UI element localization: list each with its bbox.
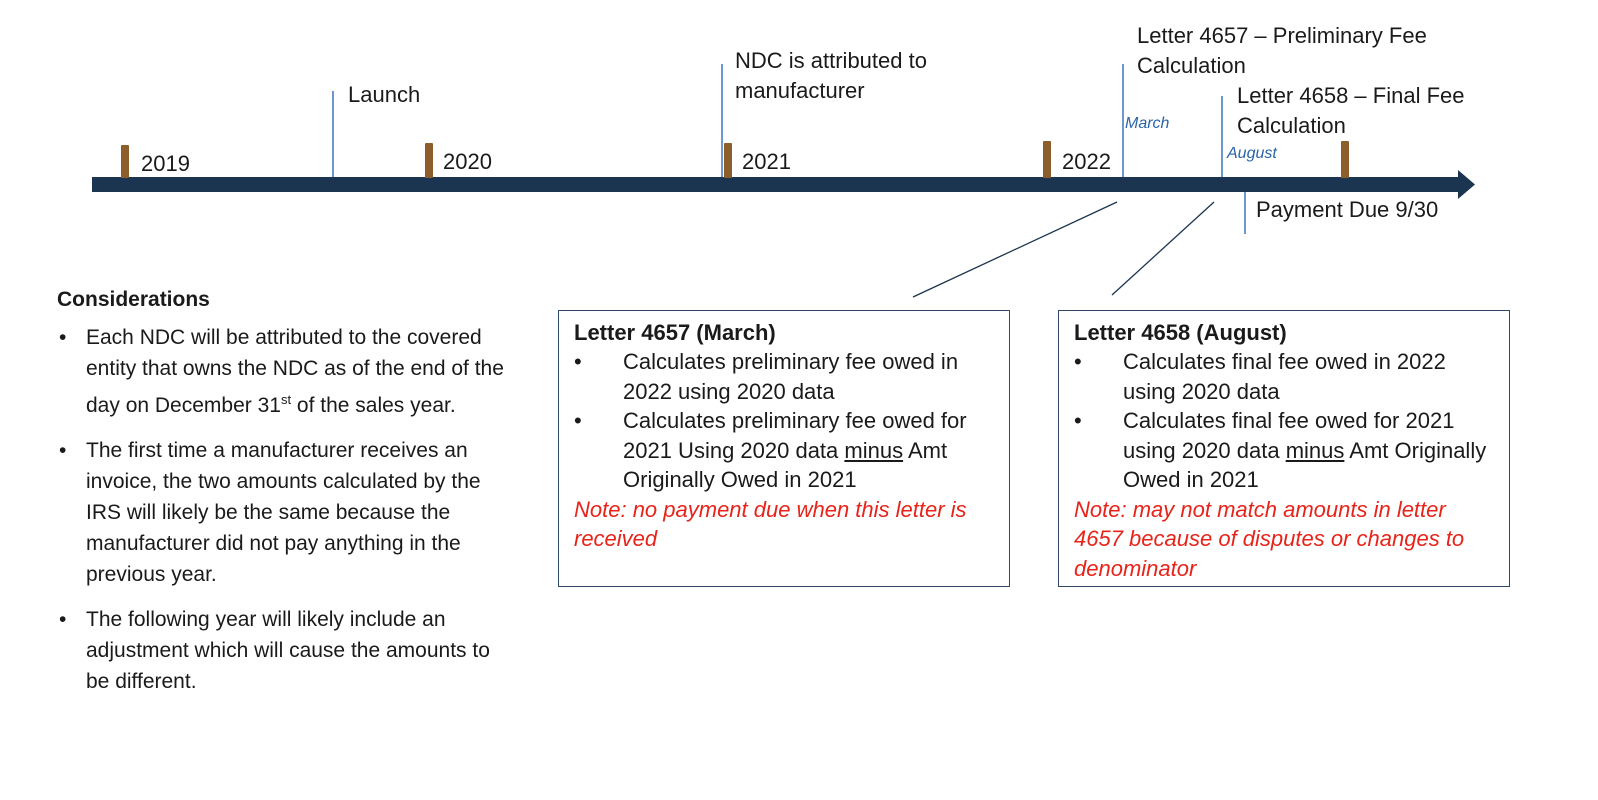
underlined-word: minus (844, 437, 904, 463)
bullet-text: Calculates preliminary fee owed for 2021… (623, 408, 967, 463)
bullet-dot: • (574, 408, 582, 433)
bullet-text: Calculates preliminary fee owed in 2022 … (623, 349, 959, 404)
bullet-text: Amt Originally Owed in 2021 (1123, 437, 1487, 493)
considerations-section: Considerations • Each NDC will be attribu… (57, 288, 507, 711)
bullet-dot: • (59, 326, 67, 349)
letter-4658-label: Letter 4658 – Final Fee Calculation (1237, 83, 1465, 138)
letter-4658-box: Letter 4658 (August) • Calculates final f… (1058, 310, 1510, 587)
list-item: • The first time a manufacturer receives … (57, 435, 507, 590)
year-tick-2021 (724, 143, 732, 178)
august-label: August (1227, 145, 1277, 162)
consideration-text: Each NDC will be attributed to the cover… (86, 326, 504, 417)
letter-4657-list: • Calculates preliminary fee owed in 2022… (574, 347, 995, 495)
bullet-dot: • (574, 349, 582, 374)
year-label-2020: 2020 (443, 149, 492, 174)
letter-4657-label: Letter 4657 – Preliminary Fee Calculatio… (1137, 23, 1427, 78)
considerations-list: • Each NDC will be attributed to the cove… (57, 322, 507, 697)
underlined-word: minus (1285, 437, 1345, 463)
consideration-text: The first time a manufacturer receives a… (86, 439, 481, 586)
year-label-2022: 2022 (1062, 149, 1111, 174)
bullet-text: Calculates final fee owed in 2022 using … (1123, 349, 1446, 404)
year-tick-2023 (1341, 141, 1349, 178)
list-item: • The following year will likely include … (57, 604, 507, 697)
list-item: • Calculates preliminary fee owed in 2022… (574, 347, 995, 406)
year-tick-2022 (1043, 141, 1051, 178)
timeline-arrow-head (1458, 170, 1475, 199)
march-label: March (1125, 115, 1170, 132)
bullet-text: Calculates final fee owed for 2021 using… (1123, 408, 1455, 463)
bullet-dot: • (1074, 349, 1082, 374)
letter-4658-list: • Calculates final fee owed in 2022 using… (1074, 347, 1495, 495)
bullet-dot: • (1074, 408, 1082, 433)
launch-label: Launch (348, 82, 421, 107)
letter-4657-note: Note: no payment due when this letter is… (574, 496, 967, 552)
list-item: • Calculates preliminary fee owed for 202… (574, 406, 995, 495)
letter-4658-title: Letter 4658 (August) (1074, 320, 1287, 345)
timeline-axis (92, 177, 1460, 192)
ndc-attributed-label: NDC is attributed to manufacturer (735, 48, 927, 103)
list-item: • Each NDC will be attributed to the cove… (57, 322, 507, 421)
considerations-title: Considerations (57, 288, 210, 311)
year-tick-2020 (425, 143, 433, 178)
list-item: • Calculates final fee owed in 2022 using… (1074, 347, 1495, 406)
bullet-dot: • (59, 439, 67, 462)
letter-4657-title: Letter 4657 (March) (574, 320, 776, 345)
consideration-text: The following year will likely include a… (86, 608, 490, 693)
connector-4657 (912, 201, 1118, 298)
list-item: • Calculates final fee owed for 2021 usin… (1074, 406, 1495, 495)
year-label-2021: 2021 (742, 149, 791, 174)
connector-4658 (1111, 201, 1215, 296)
bullet-dot: • (59, 608, 67, 631)
year-tick-2019 (121, 145, 129, 178)
letter-4657-box: Letter 4657 (March) • Calculates prelimin… (558, 310, 1010, 587)
letter-4658-note: Note: may not match amounts in letter 46… (1074, 496, 1465, 581)
year-label-2019: 2019 (141, 151, 190, 176)
payment-due-label: Payment Due 9/30 (1256, 197, 1439, 222)
bullet-text: Amt Originally Owed in 2021 (623, 437, 948, 493)
